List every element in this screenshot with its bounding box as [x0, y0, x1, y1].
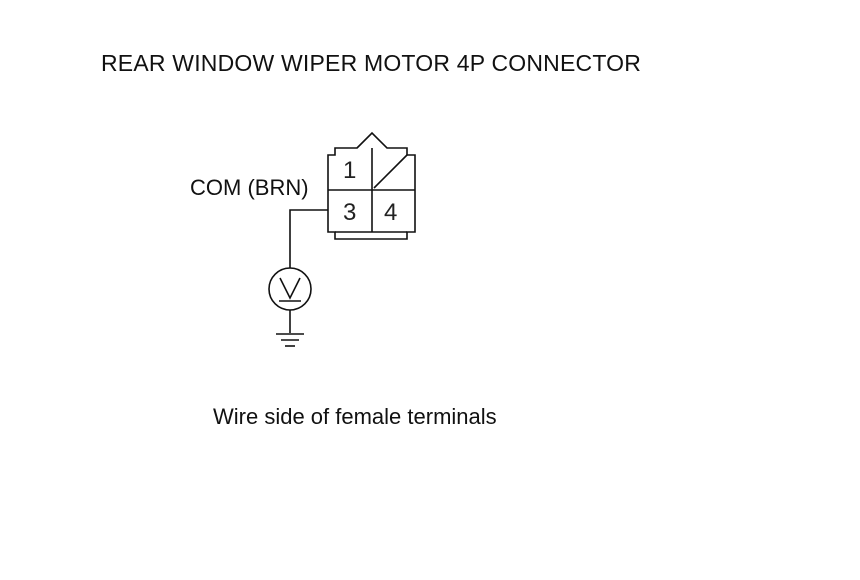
page-title: REAR WINDOW WIPER MOTOR 4P CONNECTOR: [101, 50, 642, 76]
terminal-2-empty-mark: [373, 154, 408, 189]
terminal-4-label: 4: [384, 199, 397, 226]
connector-housing: [327, 131, 416, 240]
com-wire: [289, 209, 328, 268]
voltmeter-icon: [268, 267, 312, 311]
voltmeter-symbol: [279, 277, 301, 302]
com-wire-label: COM (BRN): [190, 175, 309, 200]
terminal-3-label: 3: [343, 199, 356, 226]
terminal-1-label: 1: [343, 157, 356, 184]
diagram-caption: Wire side of female terminals: [213, 404, 497, 429]
ground-icon: [276, 333, 304, 347]
